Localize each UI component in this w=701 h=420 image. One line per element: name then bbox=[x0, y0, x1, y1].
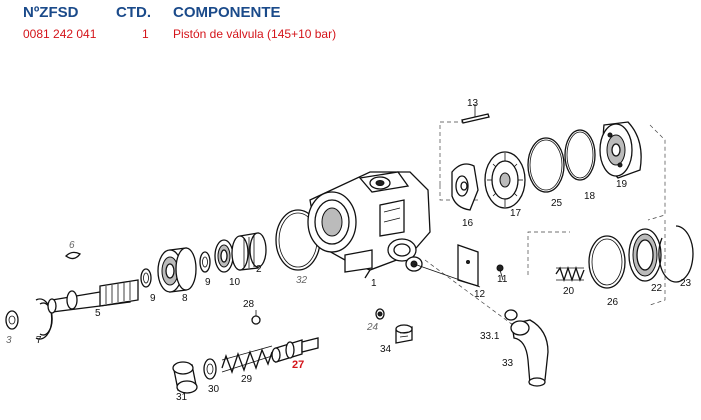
header-quantity: CTD. bbox=[116, 4, 151, 21]
label-part-9a: 9 bbox=[150, 293, 156, 304]
part-7-circlip bbox=[35, 298, 53, 340]
part-9-seal-left bbox=[140, 268, 152, 288]
part-29-spring bbox=[221, 345, 273, 374]
label-part-10: 10 bbox=[229, 277, 241, 288]
label-part-11: 11 bbox=[497, 274, 508, 285]
part-number-cell: 0081 242 041 bbox=[23, 27, 97, 41]
group-bracket-lower-right bbox=[649, 220, 666, 306]
part-2-cage bbox=[231, 232, 267, 271]
part-22-piston bbox=[628, 228, 662, 282]
label-part-18: 18 bbox=[584, 191, 596, 202]
label-part-7: 7 bbox=[36, 335, 42, 346]
label-part-2: 2 bbox=[256, 264, 262, 275]
part-9-seal-right bbox=[199, 251, 211, 273]
part-8-bearing bbox=[157, 247, 197, 293]
label-part-23: 23 bbox=[680, 278, 692, 289]
part-26-ring bbox=[588, 235, 626, 289]
part-17-rotor bbox=[484, 151, 526, 209]
part-13-pin bbox=[461, 113, 490, 124]
label-part-32: 32 bbox=[296, 275, 308, 286]
part-25-ring bbox=[527, 137, 565, 193]
label-part-20: 20 bbox=[563, 286, 575, 297]
group-bracket-upper-left bbox=[439, 121, 468, 185]
part-27-valve-piston bbox=[271, 337, 319, 363]
part-19-cover bbox=[599, 121, 642, 179]
group-bracket-lower-left bbox=[527, 231, 570, 275]
part-16-cam bbox=[451, 163, 479, 211]
label-part-28: 28 bbox=[243, 299, 255, 310]
leader-11 bbox=[499, 269, 504, 281]
label-part-5: 5 bbox=[95, 308, 101, 319]
label-part-24: 24 bbox=[366, 322, 379, 333]
label-part-19: 19 bbox=[616, 179, 628, 190]
label-part-25: 25 bbox=[551, 198, 563, 209]
part-5-shaft bbox=[47, 279, 139, 314]
group-bracket-upper-left-b bbox=[439, 185, 480, 201]
part-28-ball bbox=[251, 315, 261, 325]
part-12-plate bbox=[457, 244, 479, 287]
part-3-nut bbox=[5, 310, 19, 330]
label-part-31: 31 bbox=[176, 392, 188, 403]
label-part-3: 3 bbox=[6, 335, 12, 346]
component-cell: Pistón de válvula (145+10 bar) bbox=[173, 27, 337, 41]
label-part-34: 34 bbox=[380, 344, 392, 355]
part-23-snap-ring bbox=[658, 225, 694, 283]
label-part-12: 12 bbox=[474, 289, 486, 300]
header-part-number: NºZFSD bbox=[23, 4, 79, 21]
label-part-13: 13 bbox=[467, 98, 479, 109]
label-part-22: 22 bbox=[651, 283, 663, 294]
label-part-33: 33 bbox=[502, 358, 514, 369]
part-10-needle-bearing bbox=[214, 239, 234, 273]
part-33-1-oring bbox=[504, 309, 518, 321]
label-part-6: 6 bbox=[69, 240, 75, 251]
label-part-17: 17 bbox=[510, 208, 522, 219]
group-bracket-upper-right bbox=[647, 124, 666, 221]
label-part-1: 1 bbox=[371, 278, 377, 289]
part-31-plug bbox=[172, 361, 198, 394]
label-part-9b: 9 bbox=[205, 277, 211, 288]
part-33-elbow bbox=[510, 319, 549, 387]
label-part-26: 26 bbox=[607, 297, 619, 308]
part-18-ring bbox=[564, 129, 596, 181]
label-part-29: 29 bbox=[241, 374, 253, 385]
label-part-16: 16 bbox=[462, 218, 474, 229]
part-1-housing bbox=[307, 171, 431, 279]
label-part-27: 27 bbox=[292, 359, 304, 371]
label-part-30: 30 bbox=[208, 384, 220, 395]
header-component: COMPONENTE bbox=[173, 4, 281, 21]
part-34-fitting bbox=[395, 324, 413, 344]
label-part-8: 8 bbox=[182, 293, 188, 304]
part-6-key bbox=[65, 251, 81, 260]
quantity-cell: 1 bbox=[142, 27, 149, 41]
part-24-screw bbox=[375, 308, 385, 320]
label-part-33-1: 33.1 bbox=[480, 331, 500, 342]
part-30-washer bbox=[203, 358, 217, 380]
leader-12 bbox=[413, 263, 481, 288]
part-20-spring bbox=[555, 265, 585, 283]
